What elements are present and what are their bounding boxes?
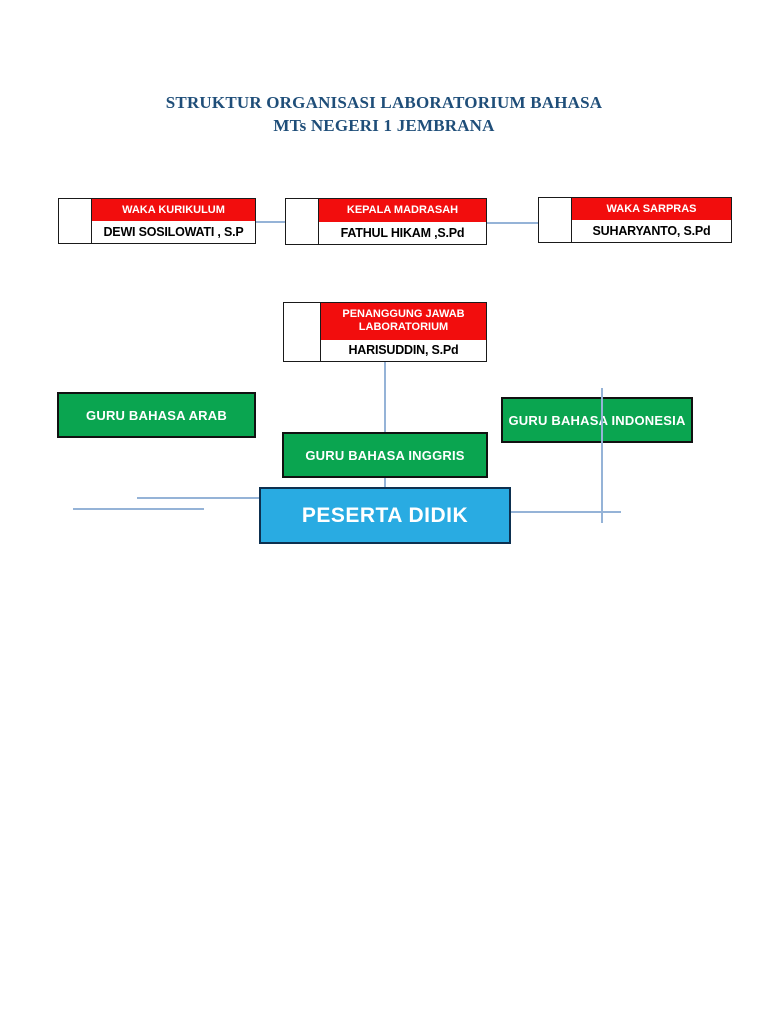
node-guru-bahasa-indonesia: GURU BAHASA INDONESIA [501,397,693,443]
role-label: WAKA KURIKULUM [92,199,255,221]
node-guru-bahasa-inggris: GURU BAHASA INGGRIS [282,432,488,478]
role-label: KEPALA MADRASAH [319,199,486,222]
connector-inggris-to-peserta [384,478,386,487]
staff-info: WAKA SARPRAS SUHARYANTO, S.Pd [572,198,731,242]
photo-placeholder [59,199,92,243]
photo-placeholder [539,198,572,242]
person-name: FATHUL HIKAM ,S.Pd [319,221,486,244]
connector-left-upper [137,497,259,499]
node-guru-bahasa-arab: GURU BAHASA ARAB [57,392,256,438]
page-title: STRUKTUR ORGANISASI LABORATORIUM BAHASA … [0,91,768,137]
connector-kurikulum-madrasah [256,221,285,223]
connector-left-lower [73,508,204,510]
connector-pj-to-inggris [384,362,386,432]
node-waka-kurikulum: WAKA KURIKULUM DEWI SOSILOWATI , S.P [58,198,256,244]
node-kepala-madrasah: KEPALA MADRASAH FATHUL HIKAM ,S.Pd [285,198,487,245]
person-name: DEWI SOSILOWATI , S.P [92,221,255,243]
role-label: PENANGGUNG JAWAB LABORATORIUM [321,303,486,340]
person-name: SUHARYANTO, S.Pd [572,220,731,242]
connector-madrasah-sarpras [487,222,538,224]
photo-placeholder [284,303,321,361]
photo-placeholder [286,199,319,244]
page-title-line1: STRUKTUR ORGANISASI LABORATORIUM BAHASA [165,93,603,112]
connector-right [511,511,621,513]
staff-info: PENANGGUNG JAWAB LABORATORIUM HARISUDDIN… [321,303,486,361]
staff-info: WAKA KURIKULUM DEWI SOSILOWATI , S.P [92,199,255,243]
connector-indonesia-vertical [601,388,603,523]
node-peserta-didik: PESERTA DIDIK [259,487,511,544]
staff-info: KEPALA MADRASAH FATHUL HIKAM ,S.Pd [319,199,486,244]
person-name: HARISUDDIN, S.Pd [321,339,486,361]
node-waka-sarpras: WAKA SARPRAS SUHARYANTO, S.Pd [538,197,732,243]
role-label: WAKA SARPRAS [572,198,731,220]
node-penanggung-jawab: PENANGGUNG JAWAB LABORATORIUM HARISUDDIN… [283,302,487,362]
page-title-line2: MTs NEGERI 1 JEMBRANA [273,116,495,135]
